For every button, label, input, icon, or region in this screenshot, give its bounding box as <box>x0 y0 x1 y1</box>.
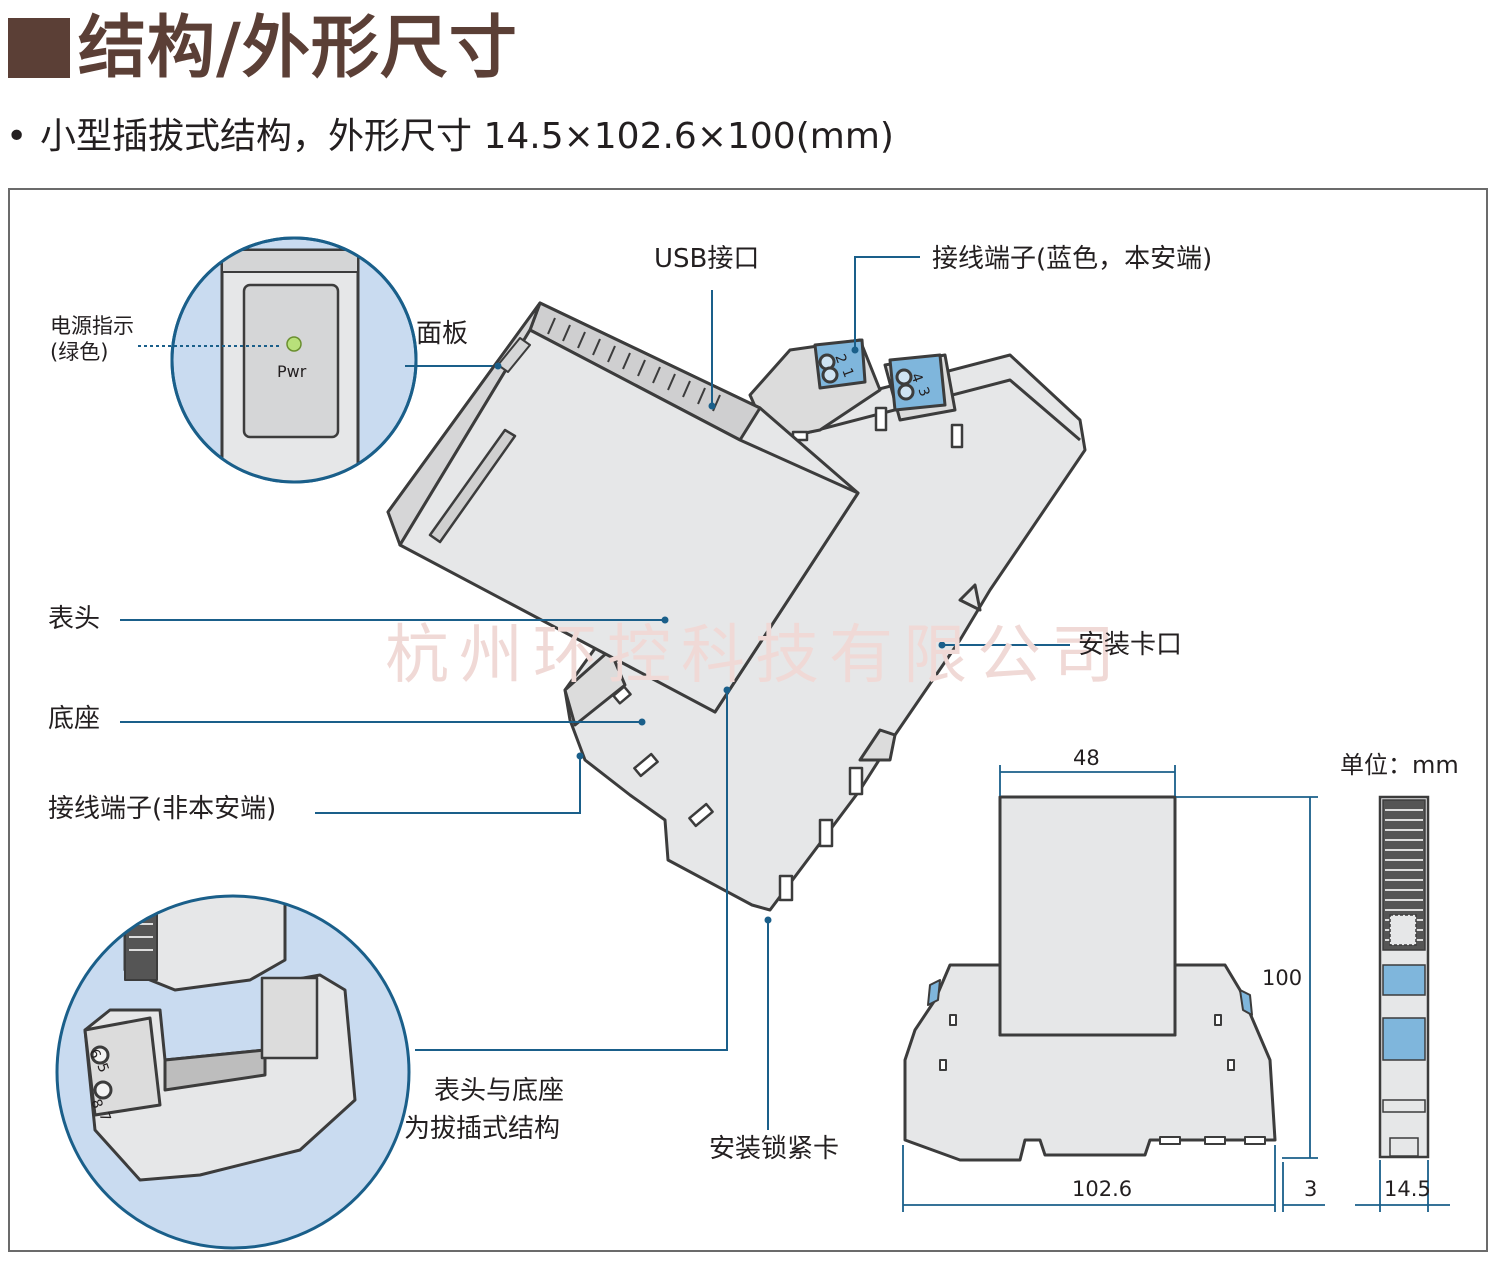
blue-terminal-label: 接线端子(蓝色，本安端) <box>932 244 1213 274</box>
base-label: 底座 <box>48 704 101 734</box>
page-subtitle: 小型插拔式结构，外形尺寸 14.5×102.6×100(mm) <box>40 116 894 157</box>
usb-port-label: USB接口 <box>654 244 760 274</box>
panel-zoom-circle <box>170 236 418 484</box>
meter-head-label: 表头 <box>48 604 101 634</box>
power-indicator-label: 电源指示 <box>50 314 134 338</box>
nonsafe-terminal-label: 接线端子(非本安端) <box>48 794 277 824</box>
power-indicator-color-label: (绿色) <box>50 340 109 364</box>
watermark: 杭州环控科技有限公司 <box>385 619 1125 693</box>
plug-structure-zoom-circle <box>55 894 411 1250</box>
plug-structure-label-line2: 为拔插式结构 <box>404 1114 561 1144</box>
dimension-length-102-6: 102.6 <box>1072 1177 1133 1201</box>
power-led-icon <box>286 336 302 352</box>
page-title: 结构/外形尺寸 <box>78 9 518 88</box>
mount-clip-label: 安装卡口 <box>1078 630 1183 660</box>
title-square-icon <box>8 18 70 78</box>
dimension-offset-3: 3 <box>1304 1177 1318 1201</box>
side-view-dimension-lines <box>1355 1160 1450 1212</box>
leader-lines <box>120 256 1070 1130</box>
plug-structure-label-line1: 表头与底座 <box>434 1076 565 1106</box>
front-view-dimension-lines <box>902 765 1325 1212</box>
side-view-drawing <box>1378 795 1430 1159</box>
pwr-label: Pwr <box>277 362 307 381</box>
panel-label: 面板 <box>416 319 469 349</box>
main-device-illustration <box>386 301 1087 912</box>
bullet-marker: • <box>6 116 28 157</box>
dimension-thickness-14-5: 14.5 <box>1384 1177 1431 1201</box>
dimension-width-48: 48 <box>1073 746 1100 770</box>
unit-label: 单位：mm <box>1340 751 1459 779</box>
front-view-drawing <box>903 795 1277 1162</box>
dimension-height-100: 100 <box>1262 966 1303 990</box>
lock-clip-label: 安装锁紧卡 <box>709 1134 840 1164</box>
diagram-frame <box>8 188 1488 1252</box>
